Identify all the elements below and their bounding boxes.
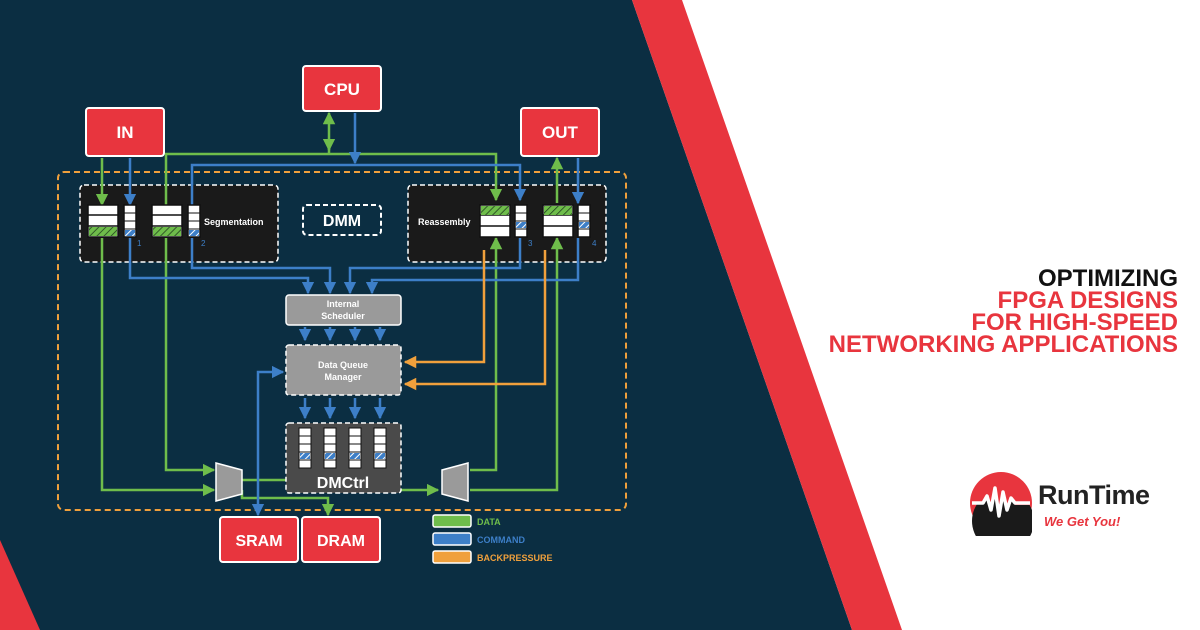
red-diagonal-stripe bbox=[632, 0, 902, 630]
mux-right bbox=[441, 462, 469, 502]
queue-number-2: 2 bbox=[201, 239, 206, 248]
scheduler-label-line1: Internal bbox=[327, 299, 360, 309]
legend: DATA COMMAND BACKPRESSURE bbox=[432, 514, 553, 564]
segmentation-label: Segmentation bbox=[204, 217, 264, 227]
reassembly-label: Reassembly bbox=[418, 217, 471, 227]
sram-block bbox=[219, 516, 299, 563]
in-label: IN bbox=[117, 123, 134, 142]
data-queue-manager-block bbox=[285, 344, 402, 396]
cpu-block bbox=[302, 65, 382, 112]
dqm-label-line2: Manager bbox=[324, 372, 362, 382]
legend-swatch-data bbox=[432, 514, 472, 528]
out-label: OUT bbox=[542, 123, 579, 142]
headline: OPTIMIZING FPGA DESIGNS FOR HIGH-SPEED N… bbox=[700, 265, 1178, 358]
dram-label: DRAM bbox=[317, 533, 365, 550]
scheduler-label-line2: Scheduler bbox=[321, 311, 365, 321]
dmm-block bbox=[302, 204, 382, 236]
headline-line-2: FPGA DESIGNS bbox=[997, 287, 1178, 314]
internal-scheduler-block bbox=[285, 294, 402, 326]
cpu-label: CPU bbox=[324, 80, 360, 99]
dmm-label: DMM bbox=[323, 213, 361, 230]
reassembly-queues bbox=[479, 204, 591, 238]
data-lines bbox=[95, 111, 564, 517]
dmctrl-queues bbox=[298, 427, 387, 469]
headline-line-4: NETWORKING APPLICATIONS bbox=[828, 331, 1178, 358]
logo-name: RunTime bbox=[1038, 480, 1150, 510]
red-corner-triangle bbox=[0, 540, 40, 630]
legend-swatch-command bbox=[432, 532, 472, 546]
sram-label: SRAM bbox=[235, 533, 282, 550]
dqm-label-line1: Data Queue bbox=[318, 360, 368, 370]
dmctrl-block bbox=[285, 422, 402, 494]
command-lines bbox=[123, 113, 585, 517]
headline-line-1: OPTIMIZING bbox=[1038, 265, 1178, 292]
queue-number-1: 1 bbox=[137, 239, 142, 248]
legend-label-backpressure: BACKPRESSURE bbox=[477, 553, 553, 563]
runtime-logo: RunTime We Get You! bbox=[968, 470, 1168, 540]
logo-pulse-icon bbox=[970, 472, 1032, 536]
headline-line-3: FOR HIGH-SPEED bbox=[971, 309, 1178, 336]
legend-swatch-backpressure bbox=[432, 550, 472, 564]
legend-label-command: COMMAND bbox=[477, 535, 525, 545]
in-block bbox=[85, 107, 165, 157]
out-block bbox=[520, 107, 600, 157]
queue-number-4: 4 bbox=[592, 239, 597, 248]
mux-left bbox=[215, 462, 243, 502]
queue-number-3: 3 bbox=[528, 239, 533, 248]
legend-label-data: DATA bbox=[477, 517, 501, 527]
segmentation-queues bbox=[87, 204, 201, 238]
dram-block bbox=[301, 516, 381, 563]
backpressure-lines bbox=[403, 250, 547, 391]
logo-tagline: We Get You! bbox=[1044, 514, 1121, 529]
dmctrl-label: DMCtrl bbox=[317, 475, 369, 492]
